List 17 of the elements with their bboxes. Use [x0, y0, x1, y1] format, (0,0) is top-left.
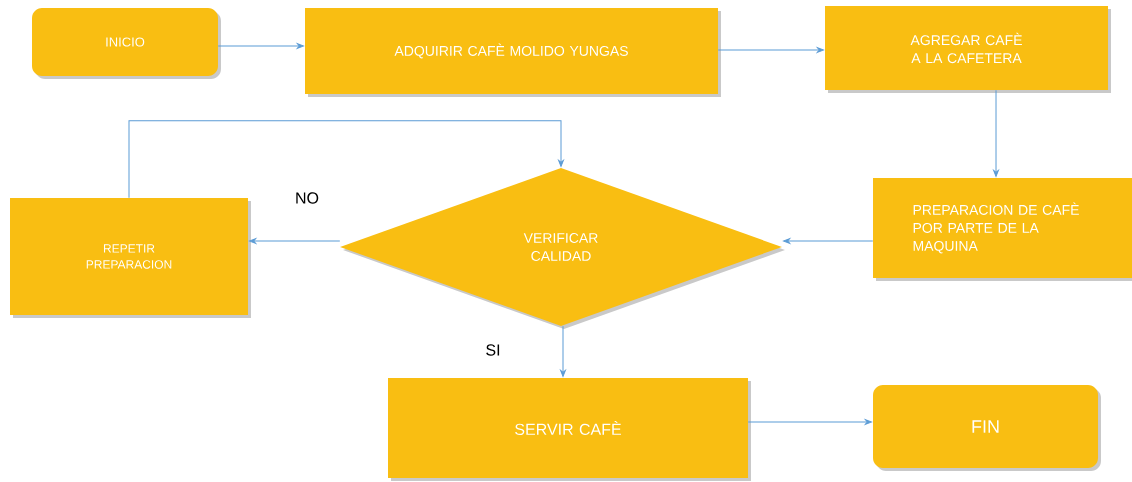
process-box: AGREGAR CAFÈ A LA CAFETERA: [825, 6, 1111, 93]
arrow: [249, 238, 341, 244]
edge-label: NO: [293, 190, 321, 206]
arrow: [560, 325, 566, 377]
start-box: INICIO: [32, 8, 221, 79]
process-box: SERVIR CAFÈ: [388, 378, 751, 481]
arrow: [993, 89, 999, 177]
arrow: [783, 238, 874, 244]
edge-label: SI: [483, 342, 503, 358]
process-box: PREPARACION DE CAFÈ POR PARTE DE LA MAQUINA: [873, 178, 1132, 281]
process-box: REPETIR PREPARACION: [10, 198, 251, 318]
arrow: [217, 43, 304, 49]
arrow: [717, 47, 824, 53]
process-box: ADQUIRIR CAFÈ MOLIDO YUNGAS: [305, 8, 721, 97]
arrow: [747, 419, 872, 425]
end-box: FIN: [873, 385, 1101, 471]
arrow: [128, 120, 564, 199]
